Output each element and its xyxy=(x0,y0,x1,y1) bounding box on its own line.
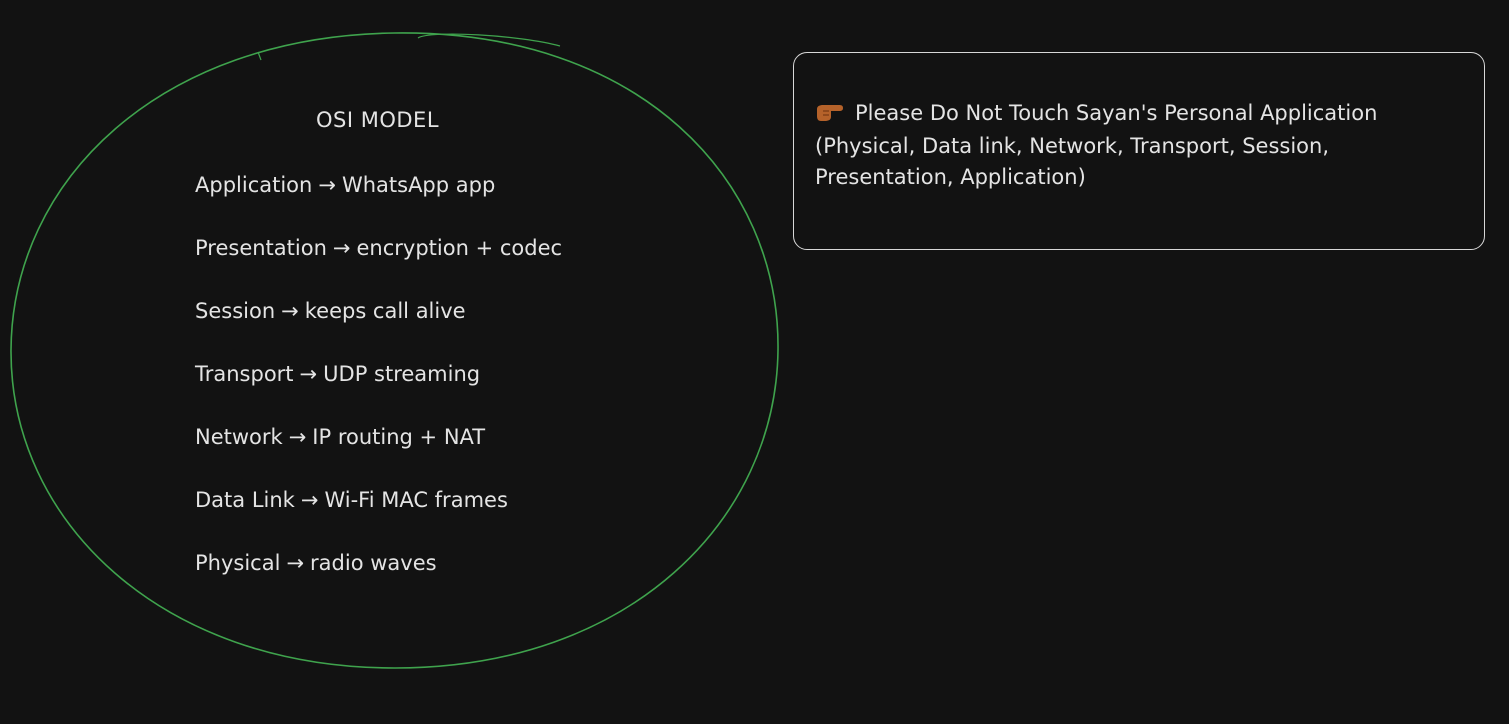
layer-session: Session→keeps call alive xyxy=(195,296,562,359)
note-line-2: (Physical, Data link, Network, Transport… xyxy=(815,134,1329,158)
layer-detail: keeps call alive xyxy=(304,299,466,323)
layer-name: Physical xyxy=(195,551,281,575)
ellipse-outline xyxy=(10,32,779,669)
layer-presentation: Presentation→encryption + codec xyxy=(195,233,562,296)
ellipse-tick-mark xyxy=(257,51,262,61)
pointing-right-hand-icon xyxy=(815,100,845,131)
layer-application: Application→WhatsApp app xyxy=(195,170,562,233)
layer-name: Network xyxy=(195,425,283,449)
layer-network: Network→IP routing + NAT xyxy=(195,422,562,485)
layer-detail: encryption + codec xyxy=(356,236,563,260)
layer-name: Transport xyxy=(195,362,294,386)
layer-detail: Wi-Fi MAC frames xyxy=(324,488,508,512)
layer-physical: Physical→radio waves xyxy=(195,548,562,611)
layer-detail: IP routing + NAT xyxy=(312,425,486,449)
layer-name: Session xyxy=(195,299,276,323)
layer-name: Presentation xyxy=(195,236,327,260)
layer-detail: radio waves xyxy=(310,551,437,575)
ellipse-overlap-stroke xyxy=(417,33,561,47)
arrow-icon: → xyxy=(288,425,307,449)
arrow-icon: → xyxy=(281,299,299,323)
layer-detail: UDP streaming xyxy=(323,362,481,386)
arrow-icon: → xyxy=(318,173,336,197)
layer-name: Data Link xyxy=(195,488,295,512)
note-text[interactable]: Please Do Not Touch Sayan's Personal App… xyxy=(815,98,1485,193)
arrow-icon: → xyxy=(300,488,319,512)
arrow-icon: → xyxy=(286,551,305,575)
osi-layer-list: Application→WhatsApp app Presentation→en… xyxy=(195,170,562,611)
note-line-1: Please Do Not Touch Sayan's Personal App… xyxy=(815,98,1485,131)
layer-data-link: Data Link→Wi-Fi MAC frames xyxy=(195,485,562,548)
arrow-icon: → xyxy=(299,362,318,386)
note-line-1-text: Please Do Not Touch Sayan's Personal App… xyxy=(855,101,1378,125)
note-line-3: Presentation, Application) xyxy=(815,165,1086,189)
osi-model-title: OSI MODEL xyxy=(316,108,440,132)
arrow-icon: → xyxy=(332,236,351,260)
layer-name: Application xyxy=(195,173,313,197)
layer-detail: WhatsApp app xyxy=(341,173,496,197)
layer-transport: Transport→UDP streaming xyxy=(195,359,562,422)
note-rectangle[interactable] xyxy=(793,52,1485,250)
